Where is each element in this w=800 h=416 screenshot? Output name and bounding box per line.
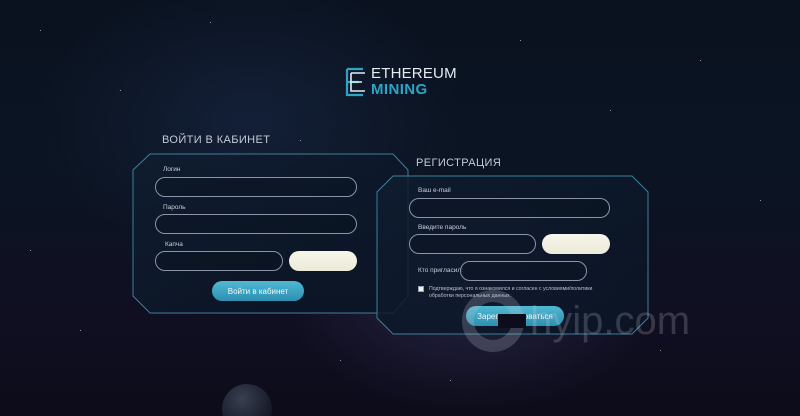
- email-label: Ваш e-mail: [418, 187, 451, 194]
- register-password-input[interactable]: [409, 234, 536, 254]
- ethereum-logo-icon: [345, 67, 365, 96]
- register-submit-button[interactable]: Зарегистрироваться: [466, 306, 564, 326]
- captcha-label: Капча: [165, 241, 183, 248]
- reg-password-label: Введите пароль: [418, 224, 467, 231]
- logo-line2: MINING: [371, 81, 428, 98]
- login-label: Логин: [163, 166, 181, 173]
- captcha-image[interactable]: [289, 251, 357, 271]
- login-password-input[interactable]: [155, 214, 357, 234]
- login-submit-button[interactable]: Войти в кабинет: [212, 281, 304, 301]
- password-label: Пароль: [163, 204, 186, 211]
- register-heading: РЕГИСТРАЦИЯ: [416, 157, 502, 169]
- login-heading: ВОЙТИ В КАБИНЕТ: [162, 134, 271, 146]
- captcha-input[interactable]: [155, 251, 283, 271]
- logo-line1: ETHEREUM: [371, 65, 457, 82]
- invite-label: Кто пригласил:: [418, 267, 463, 274]
- email-input[interactable]: [409, 198, 610, 218]
- register-captcha-image[interactable]: [542, 234, 610, 254]
- login-input[interactable]: [155, 177, 357, 197]
- consent-checkbox[interactable]: [418, 286, 424, 292]
- invite-input[interactable]: [460, 261, 587, 281]
- consent-text: Подтверждаю, что я ознакомился и согласе…: [429, 286, 593, 299]
- site-logo[interactable]: ETHEREUM MINING: [345, 66, 457, 97]
